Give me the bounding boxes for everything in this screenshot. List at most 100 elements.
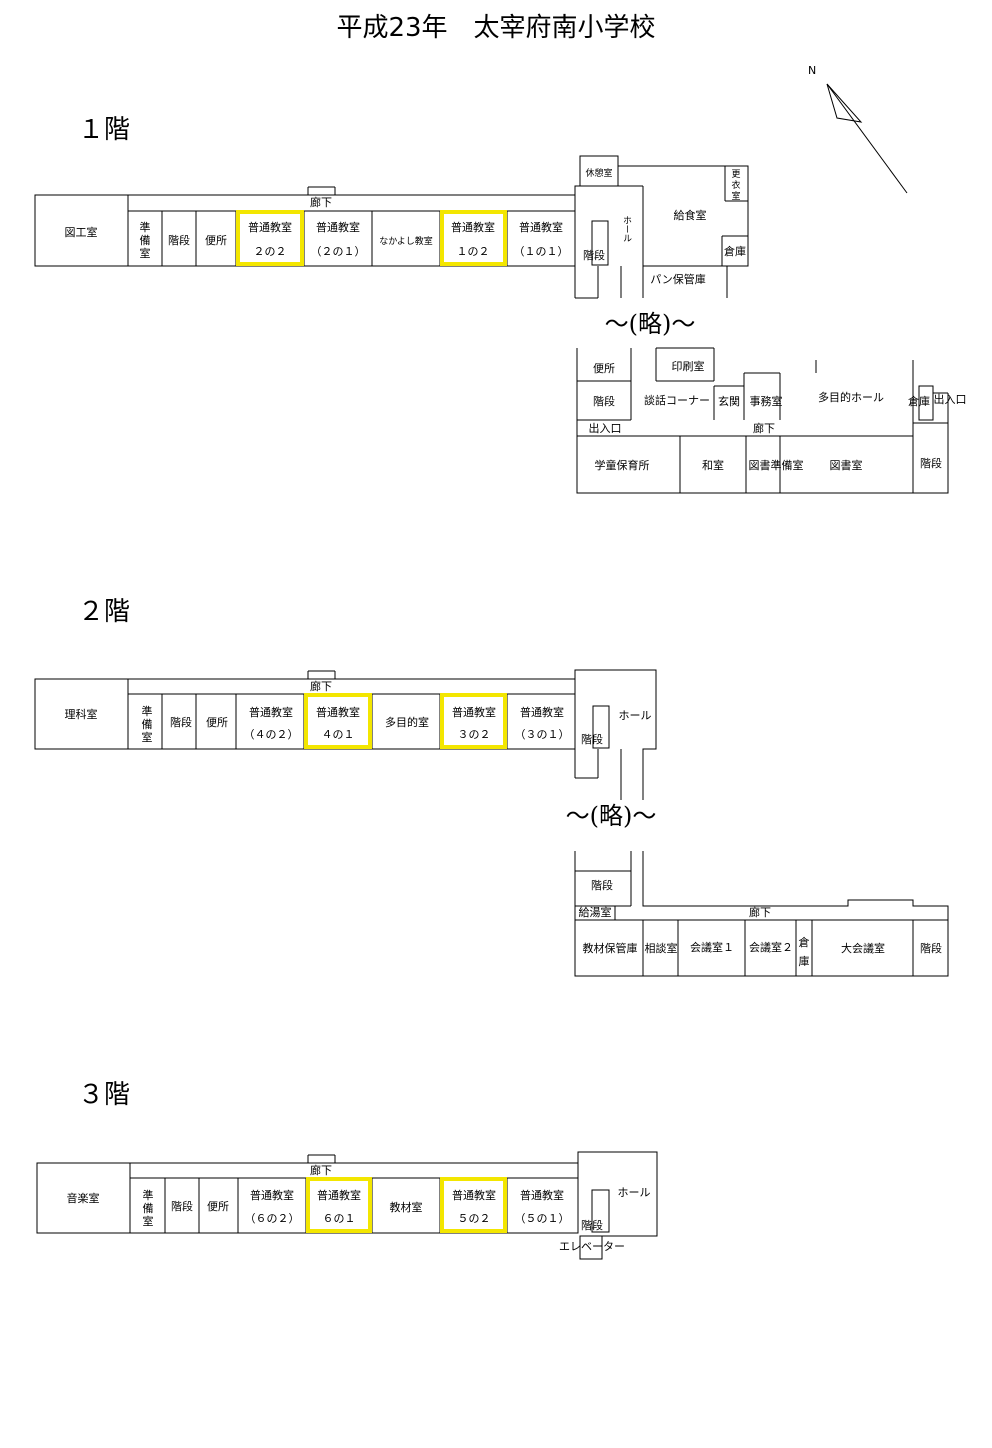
room-label: 音楽室	[67, 1191, 100, 1205]
room-label: 給湯室	[579, 905, 612, 919]
highlight-4-1	[304, 693, 372, 749]
room-label: なかよし教室	[379, 235, 433, 247]
room-label: 談話コーナー	[644, 393, 710, 407]
corridor-label: 廊下	[310, 679, 332, 693]
room-label: ５の２	[458, 1212, 491, 1225]
room-label: ２の２	[254, 245, 287, 258]
page-title: 平成23年 太宰府南小学校	[336, 13, 655, 43]
room-label: パン保管庫	[650, 272, 706, 286]
room-label: 多目的ホール	[818, 390, 884, 404]
room-label: 室	[143, 1214, 154, 1228]
room-label: ３の２	[458, 728, 491, 741]
room-label: 教材保管庫	[583, 941, 638, 955]
floor-2-label: ２階	[78, 597, 130, 627]
room-label: 和室	[702, 458, 724, 472]
room-label: 会議室１	[690, 940, 734, 954]
room-label: 備	[143, 1202, 154, 1215]
corridor-label: 廊下	[310, 1163, 332, 1177]
room-label: 玄関	[718, 394, 740, 408]
room-label: 階段	[593, 394, 615, 408]
room-label: 事務室	[750, 394, 783, 408]
room-label: 出入口	[934, 392, 967, 406]
room-label: 階段	[591, 878, 613, 892]
room-label: 階段	[171, 1199, 193, 1213]
corridor-label: 廊下	[753, 421, 775, 435]
room-label: 理科室	[65, 707, 98, 721]
highlight-5-2	[440, 1177, 507, 1233]
room-label: 普通教室	[316, 705, 360, 719]
room-label: 相談室	[645, 941, 678, 955]
room-label: （５の１）	[515, 1212, 570, 1225]
room-label: 図書準備室	[749, 458, 804, 472]
floor-3: ３階 廊下 音楽室 準 備 室 階段 便所 普通教室 （６の２） 普通教室 ６の…	[36, 1080, 658, 1260]
room-label: 大会議室	[841, 941, 885, 955]
room-label: 階段	[581, 732, 603, 746]
room-label: （１の１）	[514, 245, 569, 258]
floor-1-label: １階	[78, 115, 130, 145]
room-label: 普通教室	[520, 1188, 564, 1202]
floor-2: ２階 廊下 理科室 準 備 室 階段 便所 普通教室 （４の２） 普通教室 ４の…	[34, 597, 949, 977]
highlight-2-2	[236, 210, 304, 266]
room-label: 普通教室	[248, 220, 292, 234]
room-label: 休憩室	[585, 167, 612, 179]
room-label: 更	[731, 169, 740, 180]
floor-3-label: ３階	[78, 1080, 130, 1110]
room-label: 普通教室	[520, 705, 564, 719]
room-label: 便所	[205, 234, 227, 247]
room-label: 便所	[593, 362, 615, 375]
room-label: 普通教室	[249, 705, 293, 719]
room-label: 印刷室	[672, 359, 705, 373]
room-label: 倉庫	[724, 244, 746, 258]
north-label: N	[808, 64, 816, 77]
room-label: 階段	[583, 248, 605, 262]
room-label: 準	[143, 1188, 154, 1202]
room-label: 普通教室	[452, 1188, 496, 1202]
room-zuko	[34, 194, 129, 267]
room-label: エレベーター	[559, 1240, 625, 1253]
room-label: 図書室	[830, 458, 863, 472]
room-label: 階段	[168, 233, 190, 247]
room-label: 学童保育所	[595, 458, 650, 472]
highlight-3-2	[440, 693, 507, 749]
room-label: 室	[731, 190, 740, 202]
corridor-label: 廊下	[749, 905, 771, 919]
room-label: ホール	[618, 1186, 651, 1199]
room-label: 室	[142, 730, 153, 744]
room-label: ４の１	[322, 728, 355, 741]
room-label: １の２	[457, 245, 490, 258]
room-label: 階段	[920, 456, 942, 470]
room-label: 衣	[731, 179, 740, 191]
room-label: （４の２）	[244, 728, 299, 741]
room-label: 備	[142, 718, 153, 731]
room-label: 便所	[206, 716, 228, 729]
room-label: 図工室	[65, 225, 98, 239]
highlight-1-2	[440, 210, 507, 266]
room-label: （２の１）	[311, 245, 366, 258]
north-arrow-icon: N	[808, 64, 908, 194]
room-label: 多目的室	[385, 715, 429, 729]
corridor-label: 廊下	[310, 195, 332, 209]
room-label: 庫	[799, 954, 810, 968]
floor-1: １階 廊下 図工室 準 備 室 階段 便所 普通教室 ２の２ 普通教室 （２の１…	[34, 115, 967, 494]
room-label: 普通教室	[452, 705, 496, 719]
room-label: （６の２）	[245, 1212, 300, 1225]
room-label: 普通教室	[451, 220, 495, 234]
room-label: ６の１	[323, 1212, 356, 1225]
room-label: ホール	[619, 709, 652, 722]
room-label: 室	[140, 246, 151, 260]
room-label: 出入口	[589, 421, 622, 435]
omitted-mark: ～(略)～	[566, 802, 657, 830]
room-label: 会議室２	[749, 940, 793, 954]
highlight-6-1	[306, 1177, 372, 1233]
room-label: 普通教室	[250, 1188, 294, 1202]
room-label: 準	[142, 704, 153, 718]
room-label: 普通教室	[317, 1188, 361, 1202]
room-label: 備	[140, 234, 151, 247]
room-label: ホール	[621, 215, 632, 242]
room-label: 準	[140, 220, 151, 234]
room-label: 倉庫	[908, 394, 930, 408]
room-label: 給食室	[674, 208, 707, 222]
omitted-mark: ～(略)～	[605, 310, 696, 338]
room-label: 普通教室	[316, 220, 360, 234]
